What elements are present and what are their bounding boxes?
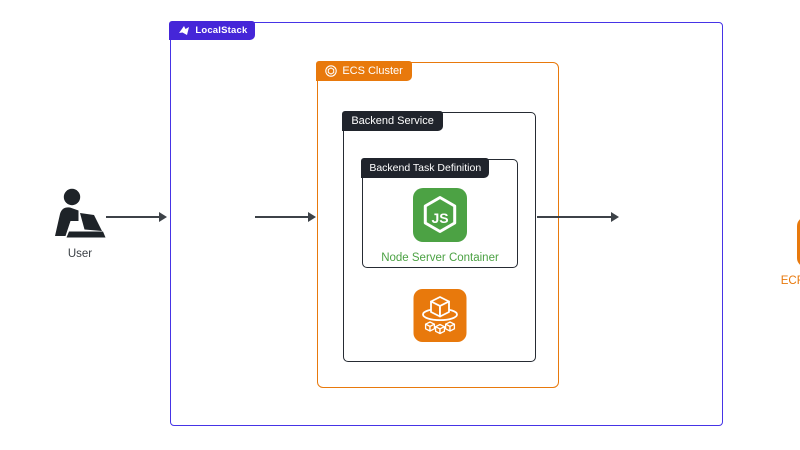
- backend-service-label: Backend Service: [351, 115, 434, 128]
- task-definition-box: Backend Task Definition JS Node Server C…: [361, 158, 518, 268]
- user-label: User: [67, 248, 93, 260]
- task-definition-label: Backend Task Definition: [369, 162, 482, 175]
- user-node: User: [44, 188, 116, 261]
- arrowhead-icon: [308, 212, 316, 222]
- ecs-hexagon-circle-icon: [325, 65, 338, 78]
- ecs-cluster-label: ECS Cluster: [342, 65, 403, 78]
- ecr-node: ECR Repository: [771, 217, 800, 288]
- ecr-repository-icon: [797, 217, 800, 267]
- arrow-service-to-ecr: [537, 212, 619, 222]
- nodejs-hexagon-glyph: JS: [423, 196, 457, 233]
- backend-service-tab: Backend Service: [342, 111, 443, 132]
- arrowhead-icon: [159, 212, 167, 222]
- backend-service-box: Backend Service Backend Task Definition …: [342, 111, 536, 362]
- arrow-shaft: [255, 216, 310, 218]
- svg-text:JS: JS: [431, 210, 448, 226]
- ecr-label: ECR Repository: [780, 275, 800, 287]
- node-container-group: JS Node Server Container: [363, 180, 517, 267]
- arrow-shaft: [106, 216, 161, 218]
- task-definition-tab: Backend Task Definition: [361, 158, 490, 179]
- localstack-box: LocalStack ELB: [169, 21, 800, 426]
- ecs-service-icon: [413, 289, 466, 342]
- localstack-label: LocalStack: [195, 25, 248, 37]
- user-icon: [55, 188, 106, 238]
- arrow-user-to-elb: [106, 212, 167, 222]
- nodejs-icon: JS: [413, 188, 467, 242]
- localstack-logo-icon: [179, 26, 190, 36]
- ecs-cluster-box: ECS Cluster Backend Service Backend Task…: [316, 61, 559, 388]
- ecs-cluster-tab: ECS Cluster: [316, 61, 412, 82]
- node-server-container-label: Node Server Container: [381, 252, 499, 264]
- ecs-cube-orbit-glyph: [421, 296, 458, 335]
- arrow-elb-to-cluster: [255, 212, 316, 222]
- localstack-tab: LocalStack: [169, 21, 256, 41]
- arrowhead-icon: [611, 212, 619, 222]
- arrow-shaft: [537, 216, 613, 218]
